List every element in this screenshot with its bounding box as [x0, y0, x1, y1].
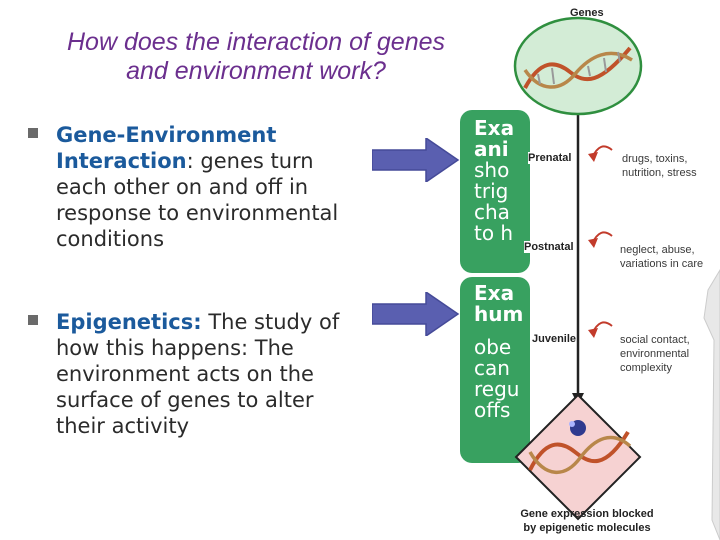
slide-title-line-1: How does the interaction of genes [66, 28, 445, 56]
blocked-dna-helix-icon [528, 430, 632, 475]
cropped-panel-edge [703, 269, 720, 540]
caption-line: Gene expression blocked [520, 508, 654, 520]
example-box-line: sho [474, 158, 510, 182]
juvenile-influences: social contact, environmental complexity [620, 333, 690, 375]
example-box-animal: Exa ani sho trig cha to h [460, 110, 530, 273]
bullet-epigenetics-text: Epigenetics: The study of how this happe… [28, 309, 358, 439]
slide-title: How does the interaction of genes and en… [0, 28, 512, 86]
example-box-line: cha [474, 200, 510, 224]
influence-line: nutrition, stress [622, 167, 697, 179]
bullet-epigenetics-term: Epigenetics: [56, 310, 202, 334]
square-bullet-icon [28, 128, 38, 138]
bullet-epigenetics: Epigenetics: The study of how this happe… [28, 309, 358, 439]
figure-caption: Gene expression blocked by epigenetic mo… [514, 507, 660, 535]
right-arrow-icon [372, 138, 460, 182]
slide-title-line-2: and environment work? [126, 57, 386, 85]
genes-ellipse [513, 16, 643, 116]
bullet-gene-environment: Gene-Environment Interaction: genes turn… [28, 122, 358, 252]
example-box-line: Exa [474, 116, 515, 140]
influence-line: social contact, [620, 334, 690, 346]
example-box-line: offs [474, 398, 511, 422]
example-box-line: trig [474, 179, 509, 203]
bullet-gene-environment-definition: : genes turn each other on and off in re… [56, 149, 339, 251]
postnatal-influences: neglect, abuse, variations in care [620, 243, 703, 271]
caption-line: by epigenetic molecules [523, 522, 651, 534]
bullet-epigenetics-definition: The study of how this happens: The envir… [56, 310, 340, 438]
epigenetics-diagram [513, 16, 720, 540]
epigenetic-molecule-highlight [569, 421, 575, 427]
example-box-line: can [474, 356, 510, 380]
right-arrow-icon [372, 292, 460, 336]
square-bullet-icon [28, 315, 38, 325]
influence-line: environmental [620, 348, 690, 360]
influence-line: neglect, abuse, [620, 244, 695, 256]
influence-line: drugs, toxins, [622, 153, 688, 165]
example-box-human: Exa hum obe can regu offs [460, 277, 530, 463]
example-box-line: regu [474, 377, 520, 401]
example-box-line: to h [474, 221, 514, 245]
example-box-line: obe [474, 335, 512, 359]
example-box-line: hum [474, 302, 524, 326]
arrowhead-icon [588, 238, 598, 248]
stage-label-postnatal: Postnatal [524, 241, 574, 253]
dna-helix-icon [523, 46, 633, 89]
influence-line: complexity [620, 362, 672, 374]
arrowhead-icon [588, 328, 598, 338]
example-box-line: Exa [474, 281, 515, 305]
example-box-line: ani [474, 137, 509, 161]
gene-diamond [514, 393, 642, 521]
stage-label-juvenile: Juvenile [532, 333, 577, 345]
arrowhead-icon [588, 152, 598, 162]
bullet-gene-environment-term: Gene-Environment Interaction [56, 123, 277, 173]
bullet-gene-environment-text: Gene-Environment Interaction: genes turn… [28, 122, 358, 252]
genes-label: Genes [570, 7, 604, 19]
influence-line: variations in care [620, 258, 704, 270]
stage-label-prenatal: Prenatal [528, 152, 572, 164]
prenatal-influences: drugs, toxins, nutrition, stress [622, 152, 697, 180]
